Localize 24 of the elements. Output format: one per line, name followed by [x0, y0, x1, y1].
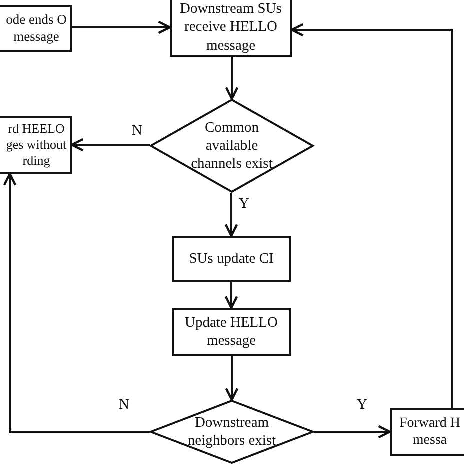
process-box	[170, 0, 292, 57]
node-text: ode ends O message	[5, 12, 68, 46]
arrow	[70, 138, 150, 152]
decision-diamond	[150, 99, 314, 193]
node-text: Update HELLO message	[184, 314, 279, 350]
node-text: SUs update CI	[189, 250, 274, 268]
arrow	[72, 20, 172, 34]
arrow	[314, 425, 392, 439]
node-text: rd HEELO ges without rding	[5, 120, 68, 170]
process-box	[172, 308, 291, 356]
decision-diamond	[150, 400, 314, 464]
process-box	[0, 5, 72, 52]
arrow	[3, 172, 150, 433]
arrow	[290, 23, 453, 408]
node-text: Downstream SUs receive HELLO message	[179, 0, 283, 55]
node-text: Common available channels exist	[190, 118, 274, 174]
process-box	[172, 236, 291, 282]
node-text: Downstream neighbors exist	[186, 414, 278, 450]
arrow	[224, 282, 238, 310]
arrow	[225, 57, 239, 100]
arrow	[225, 356, 239, 402]
arrow	[224, 193, 238, 238]
process-box	[390, 408, 464, 456]
node-text: Forward H messa	[398, 414, 462, 450]
